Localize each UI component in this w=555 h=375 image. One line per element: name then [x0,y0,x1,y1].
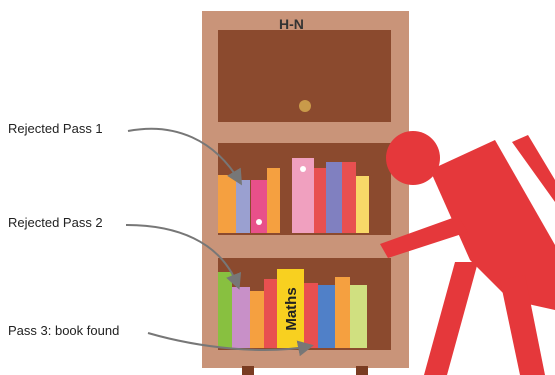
book-dot [300,166,306,172]
person-leg-left [424,262,478,375]
book-maths [277,269,304,348]
pass-arrows [125,127,314,357]
book-maths-label: Maths [283,287,300,330]
pass-1-arrow [127,127,243,186]
book [264,279,277,348]
cabinet-leg-left [242,366,254,375]
pass-2-arrow [125,224,242,290]
shelf-2-books: Maths [218,269,367,348]
book [218,272,232,348]
door-knob [299,100,311,112]
pass-2-label: Rejected Pass 2 [8,215,103,230]
book [304,283,318,348]
book [342,162,356,233]
shelf-1-books [218,158,369,233]
book [335,277,350,348]
pass-1-label: Rejected Pass 1 [8,121,103,136]
book [232,287,250,348]
person-head [386,131,440,185]
person-body [430,140,555,310]
pass-3-arrow [147,332,314,357]
book-dot [256,219,262,225]
cabinet-leg-right [356,366,368,375]
book [236,180,250,233]
book [250,291,264,348]
book [314,168,326,233]
book [326,162,342,233]
person-raised-arm [512,135,555,202]
book [356,176,369,233]
book [318,285,335,348]
person-leg-right [500,275,545,375]
book [267,168,280,233]
book [350,285,367,348]
person-figure [380,131,555,375]
pass-3-label: Pass 3: book found [8,323,120,338]
book [292,158,314,233]
cabinet-title: H-N [279,16,304,32]
book [218,175,236,233]
person-arm [380,216,468,258]
book [251,180,267,233]
